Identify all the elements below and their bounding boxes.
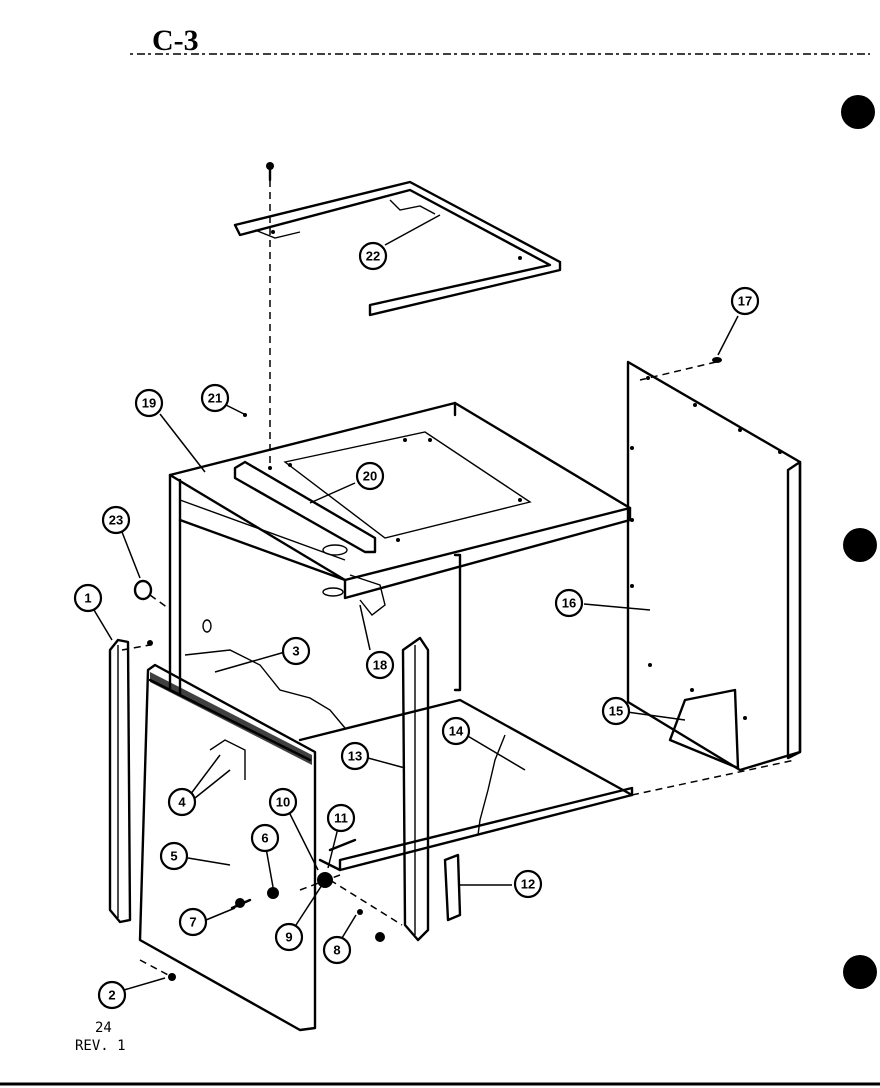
- callout-16: 16: [554, 588, 584, 618]
- page-number: 24: [95, 1020, 112, 1036]
- callout-15: 15: [601, 696, 631, 726]
- svg-text:18: 18: [373, 658, 387, 673]
- callout-3: 3: [281, 636, 311, 666]
- svg-text:6: 6: [261, 831, 268, 846]
- callout-10: 10: [268, 787, 298, 817]
- callout-13: 13: [340, 741, 370, 771]
- svg-text:17: 17: [738, 294, 752, 309]
- svg-text:5: 5: [170, 849, 177, 864]
- part-19-cabinet-frame: [168, 401, 632, 697]
- svg-text:9: 9: [285, 930, 292, 945]
- callout-12: 12: [513, 869, 543, 899]
- svg-text:3: 3: [292, 644, 299, 659]
- part-12-channel: [443, 853, 462, 922]
- callout-14: 14: [441, 716, 471, 746]
- fasteners: [133, 162, 385, 981]
- callout-23: 23: [101, 505, 131, 535]
- callout-4: 4: [167, 787, 197, 817]
- callout-7: 7: [178, 907, 208, 937]
- svg-text:20: 20: [363, 469, 377, 484]
- svg-text:4: 4: [178, 795, 186, 810]
- callout-20: 20: [355, 461, 385, 491]
- callout-9: 9: [274, 922, 304, 952]
- svg-text:1: 1: [84, 591, 91, 606]
- diagram-title: C-3: [152, 24, 199, 57]
- part-1-front-rail: [108, 638, 132, 924]
- callout-17: 17: [730, 286, 760, 316]
- callout-22: 22: [358, 241, 388, 271]
- callout-1: 1: [73, 583, 103, 613]
- callout-2: 2: [97, 980, 127, 1010]
- callout-18: 18: [365, 650, 395, 680]
- assembly-lines: [121, 180, 796, 978]
- binder-hole-top: [841, 95, 875, 129]
- part-13-vertical-post: [401, 636, 430, 942]
- svg-text:22: 22: [366, 249, 380, 264]
- callout-11: 11: [326, 803, 356, 833]
- svg-text:10: 10: [276, 795, 290, 810]
- svg-text:14: 14: [449, 724, 464, 739]
- svg-text:13: 13: [348, 749, 362, 764]
- svg-text:15: 15: [609, 704, 623, 719]
- svg-text:16: 16: [562, 596, 576, 611]
- binder-hole-bottom: [843, 955, 877, 989]
- part-5-front-panel: [138, 663, 317, 1032]
- part-16-side-panel: [626, 357, 802, 772]
- callout-19: 19: [134, 388, 164, 418]
- callout-8: 8: [322, 935, 352, 965]
- svg-text:11: 11: [334, 811, 348, 826]
- callout-6: 6: [250, 823, 280, 853]
- svg-text:2: 2: [108, 988, 115, 1003]
- svg-text:23: 23: [109, 513, 123, 528]
- svg-text:8: 8: [333, 943, 340, 958]
- part-22-top-bracket: [233, 180, 562, 317]
- revision-label: REV. 1: [75, 1038, 126, 1054]
- svg-text:21: 21: [208, 391, 222, 406]
- svg-text:12: 12: [521, 877, 535, 892]
- part-15-side-bracket: [668, 688, 740, 770]
- callout-21: 21: [200, 383, 230, 413]
- svg-text:7: 7: [189, 915, 196, 930]
- part-3-rear-panel: [184, 574, 386, 729]
- svg-text:19: 19: [142, 396, 156, 411]
- binder-hole-middle: [843, 528, 877, 562]
- callout-5: 5: [159, 841, 189, 871]
- leader-lines: [87, 214, 739, 991]
